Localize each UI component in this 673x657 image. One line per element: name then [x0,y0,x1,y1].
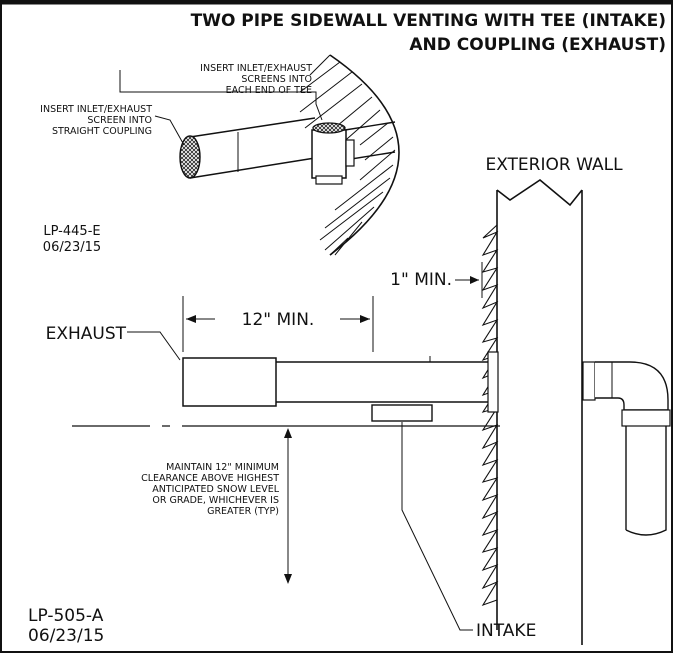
exterior-wall-label: EXTERIOR WALL [485,155,623,175]
wall-siding [481,224,499,607]
coupling-note-leader [154,115,185,146]
detail-wall-curve [329,54,400,256]
wall-min-label: 1" MIN. [390,270,452,290]
interior-collar [582,361,596,401]
detail-code: LP-445-E [43,224,100,239]
clearance-note-line-1: MAINTAIN 12" MINIMUM [166,462,279,473]
detail-pipe [189,117,316,179]
tee-top-screen [312,122,346,134]
interior-elbow [595,361,669,411]
detail-date: 06/23/15 [43,240,101,255]
intake-leader [401,422,473,631]
tee-body [311,129,347,179]
tee-note-line-3: EACH END OF TEE [226,85,312,96]
interior-elbow-collar [621,409,671,427]
intake-fitting [371,404,433,422]
coupling-screen [179,135,201,179]
clearance-note-line-5: GREATER (TYP) [207,506,279,517]
tee-note-line-2: SCREENS INTO [241,74,312,85]
exhaust-min-label: 12" MIN. [242,310,315,330]
title-line-1: TWO PIPE SIDEWALL VENTING WITH TEE (INTA… [191,11,666,31]
exhaust-dim-arrow-right [360,315,370,323]
clearance-note-line-4: OR GRADE, WHICHEVER IS [152,495,279,506]
exhaust-coupling [182,357,277,407]
tee-note-line-1: INSERT INLET/EXHAUST [200,63,312,74]
clearance-note-line-2: CLEARANCE ABOVE HIGHEST [141,473,279,484]
exhaust-pipe [276,361,488,403]
interior-vertical-pipe [625,426,667,536]
coupling-note-line-2: SCREEN INTO [87,115,152,126]
main-code: LP-505-A [28,606,104,626]
detail-view: INSERT INLET/EXHAUST SCREENS INTO EACH E… [40,54,400,256]
title-line-2: AND COUPLING (EXHAUST) [409,35,666,55]
exhaust-label: EXHAUST [46,324,127,344]
coupling-note-line-3: STRAIGHT COUPLING [52,126,152,137]
clearance-arrow-bottom [284,574,292,584]
tee-note-leader [119,70,323,121]
exhaust-dim-arrow-left [186,315,196,323]
exhaust-leader [127,331,181,361]
tee-bottom-collar [315,175,343,185]
wall-min-arrowhead [470,276,479,284]
intake-label: INTAKE [476,621,536,641]
main-date: 06/23/15 [28,626,104,646]
tee-side-collar [345,139,355,167]
main-elevation: EXTERIOR WALL 1" MIN. EXHAUST 12" MIN. M… [28,155,671,646]
exterior-wall [496,179,583,645]
wall-penetration-collar [487,351,499,413]
clearance-arrow-top [284,428,292,438]
clearance-note-line-3: ANTICIPATED SNOW LEVEL [152,484,279,495]
coupling-note-line-1: INSERT INLET/EXHAUST [40,104,152,115]
